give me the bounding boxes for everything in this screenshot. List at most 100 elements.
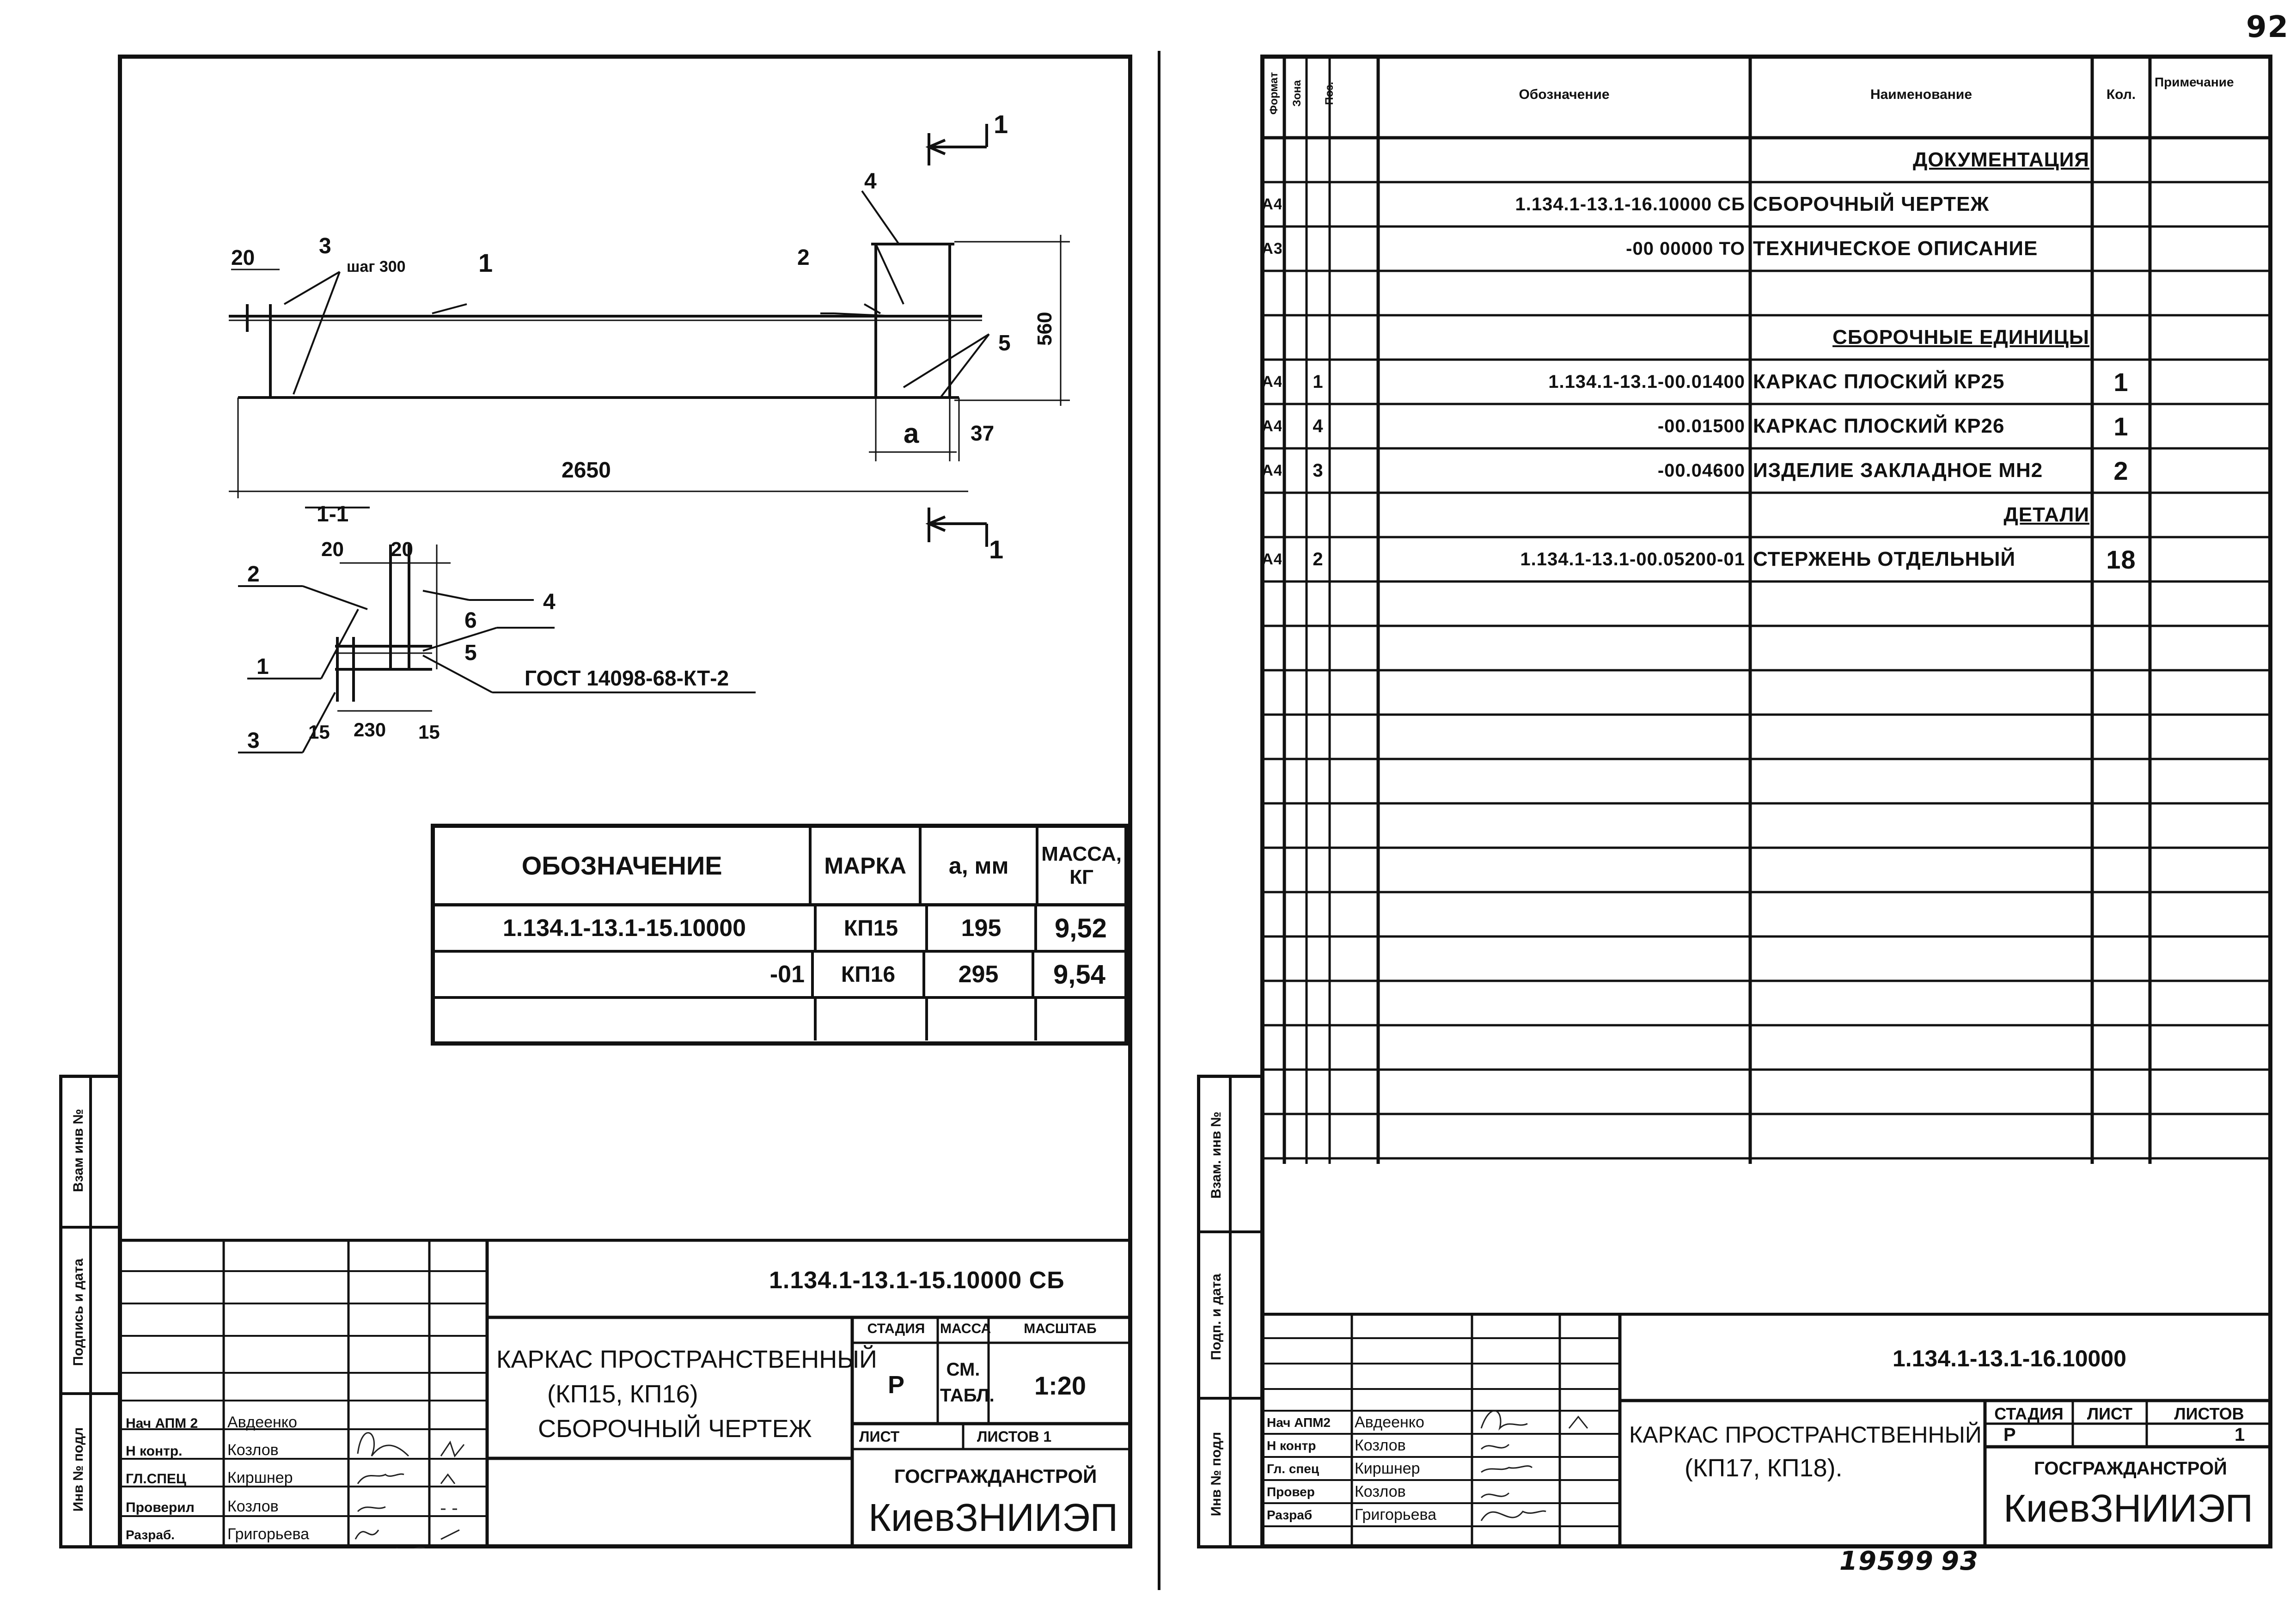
- spec-cell-note: [2153, 404, 2270, 448]
- section-title: 1-1: [317, 502, 348, 526]
- right-title-block: 1.134.1-13.1-16.10000 Каркас пространств…: [1264, 1313, 2272, 1548]
- right-side-stamp: Взам. инв № Подп. и дата Инв № подл: [1197, 1075, 1264, 1548]
- spec-cell-zone: [1287, 315, 1304, 360]
- left-staff-role-3: Проверил: [126, 1500, 195, 1515]
- spec-cell-qty: [2095, 315, 2147, 360]
- right-staff-role-0: Нач АПМ2: [1267, 1415, 1331, 1430]
- sec-dim-15-right: 15: [418, 721, 440, 743]
- vt-header-designation: Обозначение: [435, 828, 812, 903]
- spec-cell-pos: [1309, 138, 1327, 182]
- spec-cell-note: [2153, 315, 2270, 360]
- spec-cell-pos: 3: [1313, 460, 1324, 481]
- callout-6-sec: 6: [464, 608, 477, 633]
- callout-1-sec: 1: [256, 655, 269, 679]
- spec-cell-pos: [1309, 271, 1327, 315]
- right-staff-name-4: Григорьева: [1355, 1506, 1437, 1524]
- left-staff-name-0: Авдеенко: [227, 1413, 297, 1431]
- right-org1: ГОСГРАЖДАНСТРОЙ: [2034, 1458, 2227, 1479]
- spec-cell-format: [1263, 493, 1282, 537]
- variants-table: Обозначение Марка a, мм Масса, кг 1.134.…: [431, 824, 1129, 1046]
- spec-cell-qty: 2: [2113, 456, 2129, 485]
- bottom-number-2: 93: [1941, 1546, 1979, 1576]
- gost-note: ГОСТ 14098-68-КТ-2: [525, 666, 729, 690]
- callout-1-top: 1: [478, 248, 493, 277]
- spec-cell-zone: [1287, 138, 1304, 182]
- spec-header-zone: Зона: [1291, 80, 1303, 107]
- spec-cell-format: А4: [1263, 417, 1282, 435]
- spec-cell-name: Сборочные единицы: [1832, 326, 2089, 349]
- spec-cell-note: [2153, 271, 2270, 315]
- spec-cell-designation: 1.134.1-13.1-00.01400: [1548, 371, 1745, 392]
- bottom-number-1: 19599: [1839, 1546, 1934, 1576]
- right-staff-role-3: Провер: [1267, 1485, 1315, 1499]
- callout-4-sec: 4: [543, 590, 556, 614]
- left-staff-name-4: Григорьева: [227, 1525, 310, 1543]
- left-title-line1: Каркас пространственный: [496, 1346, 877, 1373]
- spec-cell-format: А4: [1263, 373, 1282, 391]
- vt-header-a: a, мм: [922, 828, 1039, 903]
- dim-2650: 2650: [562, 458, 611, 483]
- left-title-line2: (КП15, КП16): [547, 1380, 698, 1408]
- spec-header-qty: Кол.: [2106, 87, 2136, 102]
- spec-cell-qty: 18: [2106, 545, 2136, 574]
- spec-header-designation: Обозначение: [1519, 87, 1610, 102]
- right-staff-name-1: Козлов: [1355, 1437, 1406, 1454]
- spec-header-pos: Поз.: [1323, 81, 1336, 105]
- spec-cell-zone: [1287, 537, 1304, 581]
- spec-cell-designation: 1.134.1-13.1-16.10000 СБ: [1515, 194, 1745, 214]
- left-scale: 1:20: [1034, 1371, 1087, 1400]
- left-org1: ГОСГРАЖДАНСТРОЙ: [894, 1465, 1097, 1487]
- sec-dim-15-left: 15: [308, 721, 330, 743]
- left-title-block: 1.134.1-13.1-15.10000 СБ Каркас простран…: [122, 1239, 1132, 1548]
- spec-cell-pos: 4: [1313, 416, 1324, 436]
- spec-cell-pos: 2: [1313, 549, 1324, 569]
- right-staff-name-2: Киршнер: [1355, 1460, 1420, 1477]
- vt-row: [435, 999, 1124, 1040]
- right-doc-code: 1.134.1-13.1-16.10000: [1893, 1346, 2126, 1371]
- left-staff-name-1: Козлов: [227, 1441, 279, 1459]
- right-col-sheets: Листов: [2174, 1404, 2244, 1423]
- callout-2-sec: 2: [247, 562, 260, 587]
- left-col-scale: Масштаб: [1024, 1321, 1097, 1336]
- spec-cell-designation: [1381, 271, 1745, 315]
- spec-cell-format: А3: [1263, 239, 1282, 257]
- left-col-mass: Масса: [940, 1321, 991, 1336]
- left-staff-name-2: Киршнер: [227, 1469, 293, 1487]
- spec-cell-format: А4: [1263, 461, 1282, 479]
- spec-cell-pos: 1: [1313, 371, 1324, 392]
- spec-cell-name: Техническое описание: [1753, 237, 2038, 260]
- spec-cell-name: Детали: [2003, 503, 2089, 526]
- spec-cell-note: [2153, 226, 2270, 271]
- left-doc-code: 1.134.1-13.1-15.10000 СБ: [769, 1267, 1065, 1294]
- spec-header-name: Наименование: [1870, 87, 1972, 102]
- left-staff-role-2: ГЛ.СПЕЦ: [126, 1471, 186, 1487]
- sec-dim-20-left: 20: [321, 538, 344, 561]
- right-staff-name-0: Авдеенко: [1355, 1413, 1424, 1431]
- left-side-stamp: Взам инв № Подпись и дата Инв № подл: [59, 1075, 122, 1548]
- callout-2-top: 2: [797, 245, 810, 270]
- callout-4-top: 4: [864, 169, 877, 194]
- dim-560: 560: [1033, 312, 1056, 346]
- callout-5-sec: 5: [464, 641, 477, 665]
- stamp-vzam-right: Взам. инв №: [1209, 1111, 1224, 1199]
- callout-3-sec: 3: [247, 728, 260, 753]
- spec-header-format: Формат: [1268, 72, 1280, 115]
- right-title-line1: Каркас пространственный: [1629, 1422, 1982, 1448]
- spec-cell-name: Документация: [1913, 148, 2089, 171]
- spec-cell-pos: [1309, 226, 1327, 271]
- stamp-inv: Инв № подл: [71, 1427, 86, 1512]
- callout-5-top: 5: [998, 331, 1011, 355]
- right-sheet-frame: [1260, 55, 2272, 1548]
- stamp-podpis: Подпись и дата: [71, 1258, 86, 1366]
- vt-header-mark: Марка: [812, 828, 922, 903]
- spec-cell-format: [1263, 271, 1282, 315]
- left-staff-name-3: Козлов: [227, 1498, 279, 1515]
- spec-header-note: Примечание: [2155, 75, 2234, 89]
- right-staff-role-2: Гл. спец: [1267, 1462, 1319, 1476]
- left-title-line3: Сборочный чертеж: [538, 1415, 812, 1443]
- right-staff-role-1: Н контр: [1267, 1438, 1316, 1453]
- dim-step: шаг 300: [347, 258, 406, 275]
- right-staff-name-3: Козлов: [1355, 1483, 1406, 1500]
- left-sheet-label: Лист: [859, 1428, 900, 1445]
- stamp-vzam: Взам инв №: [71, 1108, 86, 1193]
